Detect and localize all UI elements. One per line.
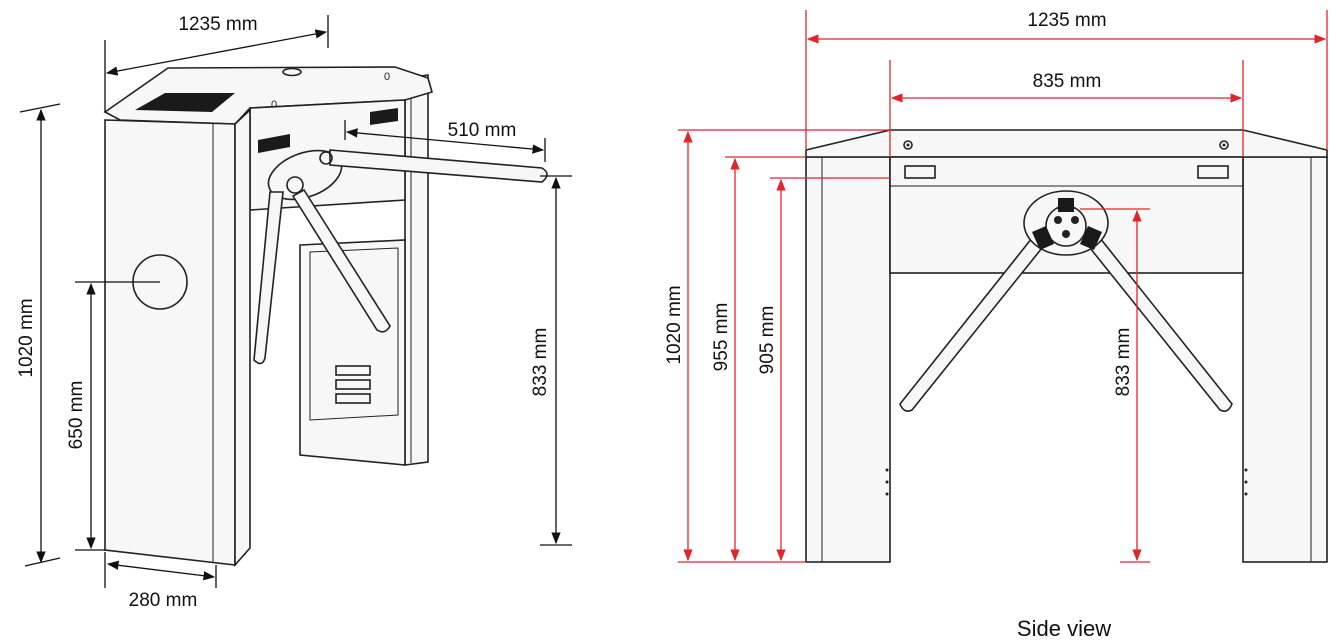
dim-total-height-label: 1020 mm — [16, 298, 37, 377]
screw-icon — [1219, 140, 1229, 150]
vent-slot-icon — [335, 393, 371, 404]
screw-icon — [903, 140, 913, 150]
display-panel-icon — [135, 93, 235, 112]
side-dim-arm-height-label: 833 mm — [1113, 328, 1134, 397]
side-view: 1235 mm 835 mm 1020 mm 955 mm 905 mm 833… — [664, 10, 1328, 641]
dim-depth-label: 280 mm — [129, 590, 198, 611]
dim-arm-length-label: 510 mm — [448, 120, 517, 141]
led-indicator-icon — [258, 134, 290, 153]
side-posts — [805, 156, 1328, 563]
arm-down-right — [291, 188, 391, 333]
led-indicator-icon — [1197, 165, 1229, 179]
side-dim-top-height-label: 955 mm — [711, 303, 732, 372]
side-dim-inner-width-label: 835 mm — [1033, 71, 1102, 92]
vent-slot-icon — [335, 365, 371, 376]
front-post — [104, 108, 251, 568]
side-view-caption: Side view — [1017, 616, 1111, 641]
svg-text:0: 0 — [384, 71, 390, 83]
inner-cabinet — [299, 239, 406, 466]
svg-text:0: 0 — [271, 99, 277, 111]
dim-arm-height-label: 833 mm — [530, 328, 551, 397]
back-post — [404, 74, 429, 466]
side-dim-total-height-label: 1020 mm — [664, 285, 685, 364]
side-arms — [899, 190, 1233, 412]
tripod-arms — [253, 149, 548, 365]
perspective-dimensions — [19, 15, 572, 588]
dim-top-width-label: 1235 mm — [178, 14, 257, 35]
led-indicator-icon — [370, 108, 398, 125]
vent-slot-icon — [335, 379, 371, 390]
perspective-view: 0 0 — [16, 14, 572, 611]
side-arm-left — [899, 226, 1052, 412]
side-dim-total-width-label: 1235 mm — [1027, 10, 1106, 31]
side-dim-lid-height-label: 905 mm — [757, 306, 778, 375]
arm-down-left — [253, 191, 284, 365]
side-lid — [805, 129, 1328, 158]
led-indicator-icon — [904, 165, 936, 179]
dim-reader-height-label: 650 mm — [66, 381, 87, 450]
side-dimensions — [678, 10, 1328, 563]
side-arm-right — [1080, 226, 1233, 412]
